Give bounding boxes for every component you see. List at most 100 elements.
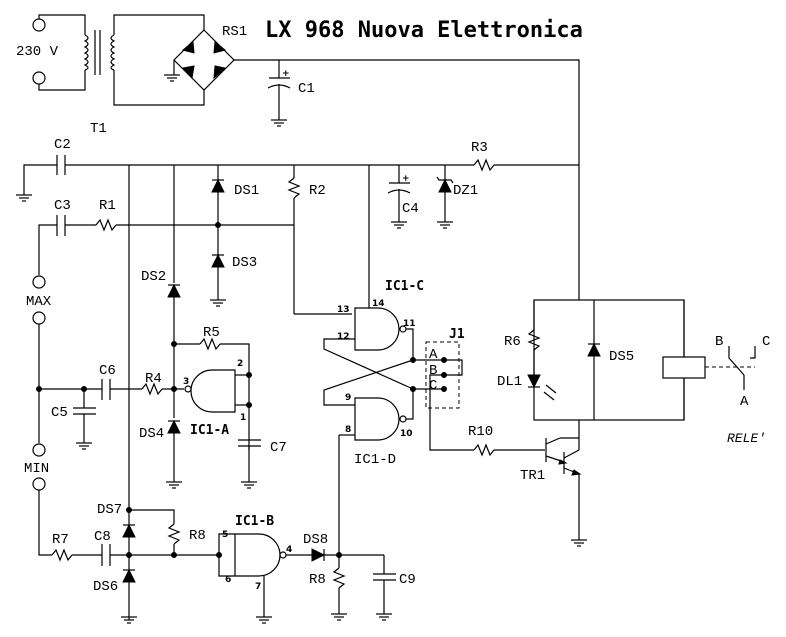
svg-text:8: 8	[345, 425, 351, 435]
c7-label: C7	[270, 440, 287, 456]
diode-ds6	[122, 568, 136, 583]
ds1-label: DS1	[234, 183, 259, 199]
resistor-r8-a	[167, 523, 181, 545]
svg-text:4: 4	[286, 545, 292, 555]
min-label: MIN	[24, 461, 49, 477]
nand-gate-ic1c: 13 14 12 11 IC1-C	[323, 279, 424, 390]
ic1b-label: IC1-B	[235, 514, 274, 529]
nand-gate-ic1b: 5 6 4 7 IC1-B	[218, 514, 292, 624]
svg-text:1: 1	[240, 413, 246, 423]
r8-a-label: R8	[189, 528, 206, 544]
transformer-t1: T1	[83, 14, 205, 137]
svg-text:14: 14	[372, 299, 385, 309]
svg-text:A: A	[740, 394, 749, 410]
svg-text:6: 6	[225, 575, 231, 585]
r2-label: R2	[309, 183, 326, 199]
svg-text:13: 13	[337, 305, 350, 315]
resistor-r1	[95, 218, 117, 232]
dz1-label: DZ1	[453, 183, 478, 199]
svg-text:12: 12	[337, 332, 350, 342]
resistor-r10	[473, 443, 495, 457]
c8-label: C8	[94, 529, 111, 545]
c3-label: C3	[54, 198, 71, 214]
c4-label: C4	[402, 201, 419, 217]
relay-label: RELE'	[727, 431, 766, 446]
rs1-label: RS1	[222, 24, 247, 40]
r4-label: R4	[145, 371, 162, 387]
capacitor-c2: C2	[15, 137, 71, 202]
svg-text:5: 5	[222, 530, 228, 540]
ic1a-label: IC1-A	[190, 423, 229, 438]
led-dl1	[527, 374, 541, 389]
mains-input: 230 V	[16, 14, 86, 91]
svg-text:9: 9	[345, 393, 351, 403]
c9-label: C9	[399, 572, 416, 588]
ds2-label: DS2	[141, 269, 166, 285]
diode-ds1	[211, 178, 225, 193]
ds3-label: DS3	[232, 255, 257, 271]
svg-text:10: 10	[400, 429, 413, 439]
resistor-r2	[287, 177, 301, 199]
tr1-label: TR1	[520, 468, 545, 484]
capacitor-c1: + C1	[267, 60, 315, 127]
r8-b-label: R8	[309, 572, 326, 588]
resistor-r7	[51, 548, 73, 562]
relay-contacts: B C A RELE'	[715, 334, 770, 446]
ic1d-label: IC1-D	[354, 452, 396, 468]
c5-label: C5	[51, 405, 68, 421]
mains-voltage-label: 230 V	[16, 44, 59, 60]
zener-dz1: DZ1	[436, 165, 478, 229]
ds6-label: DS6	[93, 579, 118, 595]
capacitor-c4: + C4	[387, 165, 419, 229]
svg-text:7: 7	[255, 582, 261, 592]
max-terminal[interactable]	[32, 275, 46, 289]
nand-gate-ic1d: 9 8 10 IC1-D	[323, 359, 414, 468]
svg-text:B: B	[429, 363, 437, 379]
c6-label: C6	[99, 363, 116, 379]
c2-label: C2	[54, 137, 71, 153]
ds8-label: DS8	[303, 532, 328, 548]
svg-text:A: A	[429, 347, 438, 363]
jumper-j1[interactable]: A B C J1	[413, 327, 474, 451]
resistor-r5	[199, 337, 221, 351]
svg-text:C: C	[762, 334, 770, 350]
ic1c-label: IC1-C	[385, 279, 424, 294]
svg-text:B: B	[715, 334, 723, 350]
svg-text:+: +	[282, 69, 290, 79]
r7-label: R7	[52, 532, 69, 548]
bridge-rectifier-rs1: RS1	[163, 24, 247, 91]
min-terminal[interactable]	[32, 443, 46, 457]
resistor-r8-b	[332, 567, 346, 589]
resistor-r4	[141, 382, 163, 396]
max-terminal-2[interactable]	[32, 311, 46, 325]
r6-label: R6	[504, 334, 521, 350]
nand-gate-ic1a: 2 3 1 IC1-A	[183, 359, 252, 438]
min-terminal-2[interactable]	[32, 477, 46, 491]
diode-ds2	[167, 283, 181, 298]
max-label: MAX	[26, 294, 52, 310]
svg-text:2: 2	[237, 359, 243, 369]
dl1-label: DL1	[497, 374, 522, 390]
r5-label: R5	[203, 325, 220, 341]
diode-ds3	[211, 253, 225, 268]
diode-ds5	[587, 342, 601, 357]
ds4-label: DS4	[139, 426, 164, 442]
resistor-r6	[527, 329, 541, 351]
svg-text:11: 11	[403, 319, 416, 329]
diode-ds7	[122, 523, 136, 538]
t1-label: T1	[90, 121, 107, 137]
svg-text:C: C	[429, 378, 437, 394]
transistor-tr1: TR1	[520, 437, 588, 547]
relay-coil	[662, 356, 706, 379]
diode-ds4	[167, 419, 181, 434]
capacitor-c3: C3	[38, 198, 96, 275]
r3-label: R3	[471, 140, 488, 156]
resistor-r3	[473, 158, 495, 172]
svg-text:3: 3	[183, 377, 189, 387]
mains-terminal-top	[32, 18, 46, 32]
ds5-label: DS5	[609, 349, 634, 365]
diode-ds8	[311, 548, 326, 562]
r10-label: R10	[468, 424, 493, 440]
r1-label: R1	[99, 198, 116, 214]
